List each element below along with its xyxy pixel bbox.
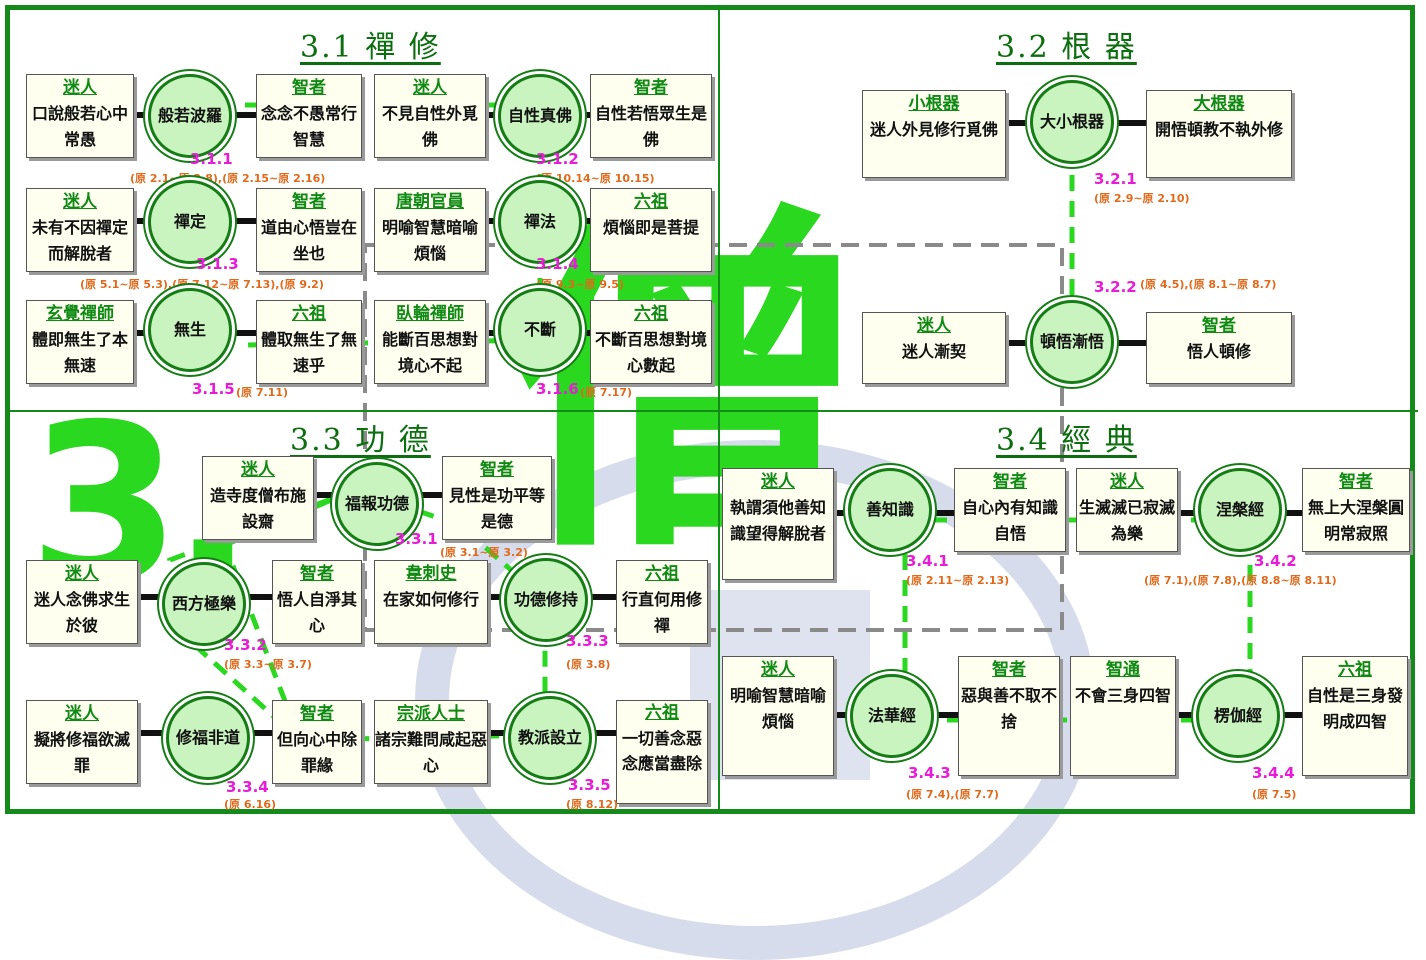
node-3-4-3-topic: 法華經: [850, 674, 934, 758]
node-3-3-4-left: 迷人 擬將修福欲滅罪: [26, 700, 138, 784]
node-3-1-3-code: 3.1.3: [196, 255, 239, 273]
node-3-4-3-right: 智者 惡與善不取不捨: [958, 656, 1060, 776]
node-3-3-1-ref: (原 3.1~原 3.2): [440, 546, 528, 559]
node-3-1-3-left: 迷人 未有不因禪定而解脫者: [26, 188, 134, 272]
node-3-1-6-right: 六祖 不斷百思想對境心數起: [590, 300, 712, 384]
node-3-3-3-left: 韋刺史 在家如何修行: [374, 560, 488, 644]
node-3-4-3-left: 迷人 明喻智慧暗喻煩惱: [722, 656, 834, 776]
node-3-3-5-ref: (原 8.12): [566, 798, 619, 811]
node-3-1-3-topic: 禪定: [148, 180, 232, 264]
node-3-2-1-code: 3.2.1: [1094, 170, 1137, 188]
node-3-3-1-left: 迷人 造寺度僧布施設齋: [202, 456, 314, 540]
node-3-4-3-ref: (原 7.4),(原 7.7): [906, 788, 999, 801]
node-3-1-6-topic: 不斷: [498, 288, 582, 372]
node-3-3-5-code: 3.3.5: [568, 776, 611, 794]
node-3-1-2-left: 迷人 不見自性外覓佛: [374, 74, 486, 158]
node-3-2-2-ref: (原 4.5),(原 8.1~原 8.7): [1140, 278, 1277, 291]
node-3-2-1-right: 大根器 開悟頓教不執外修: [1146, 90, 1292, 178]
node-3-2-2-topic: 頓悟漸悟: [1030, 300, 1114, 384]
section-title-3-4: 3.4 經 典: [996, 423, 1137, 458]
node-3-1-1-code: 3.1.1: [190, 150, 233, 168]
node-3-3-5-topic: 教派設立: [508, 696, 592, 780]
node-3-1-6-ref: (原 7.17): [580, 386, 633, 399]
node-3-3-3-right: 六祖 行直何用修禪: [616, 560, 708, 644]
node-3-1-3-right: 智者 道由心悟豈在坐也: [256, 188, 362, 272]
node-3-3-1-topic: 福報功德: [335, 462, 419, 546]
node-3-1-2-code: 3.1.2: [536, 150, 579, 168]
node-3-4-1-topic: 善知識: [848, 468, 932, 552]
node-3-2-2-left: 迷人 迷人漸契: [862, 312, 1006, 384]
node-3-4-3-code: 3.4.3: [908, 764, 951, 782]
node-3-1-4-right: 六祖 煩惱即是菩提: [590, 188, 712, 272]
node-3-3-3-code: 3.3.3: [566, 632, 609, 650]
node-3-2-1-topic: 大小根器: [1030, 80, 1114, 164]
node-3-3-5-left: 宗派人士 諸宗難問咸起惡心: [374, 700, 488, 784]
node-3-3-1-right: 智者 見性是功平等是德: [442, 456, 552, 540]
node-3-3-4-right: 智者 但向心中除罪緣: [272, 700, 362, 784]
node-3-1-6-left: 臥輪禪師 能斷百思想對境心不起: [374, 300, 486, 384]
node-3-1-1-left: 迷人 口說般若心中常愚: [26, 74, 134, 158]
node-3-1-1-topic: 般若波羅: [148, 74, 232, 158]
node-3-4-1-right: 智者 自心內有知識自悟: [954, 468, 1066, 552]
node-3-1-2-right: 智者 自性若悟眾生是佛: [590, 74, 712, 158]
node-3-1-5-right: 六祖 體取無生了無速乎: [256, 300, 362, 384]
node-3-4-4-left: 智通 不會三身四智: [1070, 656, 1176, 776]
node-3-1-1-ref: (原 2.1~原 2.8),(原 2.15~原 2.16): [130, 172, 326, 185]
node-3-1-5-left: 玄覺禪師 體即無生了本無速: [26, 300, 134, 384]
node-3-3-2-topic: 西方極樂: [162, 562, 246, 646]
section-title-3-3: 3.3 功 德: [290, 423, 431, 458]
node-3-4-1-code: 3.4.1: [906, 552, 949, 570]
node-3-1-2-ref: (原 10.14~原 10.15): [536, 172, 655, 185]
node-3-1-3-ref: (原 5.1~原 5.3),(原 7.12~原 7.13),(原 9.2): [80, 278, 324, 291]
node-3-2-1-left: 小根器 迷人外見修行覓佛: [862, 90, 1006, 178]
node-3-3-3-topic: 功德修持: [504, 558, 588, 642]
node-3-1-6-code: 3.1.6: [536, 380, 579, 398]
dashed-path-3-3: [224, 487, 548, 743]
node-3-3-2-left: 迷人 迷人念佛求生於彼: [26, 560, 138, 644]
node-3-2-2-code: 3.2.2: [1094, 278, 1137, 296]
node-3-3-4-code: 3.3.4: [226, 778, 269, 796]
node-3-4-4-right: 六祖 自性是三身發明成四智: [1302, 656, 1408, 776]
node-3-4-2-topic: 涅槃經: [1198, 468, 1282, 552]
node-3-1-2-topic: 自性真佛: [498, 74, 582, 158]
node-3-4-4-topic: 楞伽經: [1196, 674, 1280, 758]
node-3-4-2-left: 迷人 生滅滅已寂滅為樂: [1076, 468, 1178, 552]
node-3-1-5-ref: (原 7.11): [236, 386, 289, 399]
node-3-1-5-topic: 無生: [148, 288, 232, 372]
node-3-2-1-ref: (原 2.9~原 2.10): [1094, 192, 1190, 205]
quadrant-divider-horizontal: [8, 410, 1418, 412]
node-3-3-5-right: 六祖 一切善念惡念應當盡除: [616, 700, 708, 804]
node-3-1-4-code: 3.1.4: [536, 255, 579, 273]
concept-map: 3. 僧 3.1 禪 修 3.2 根 器 3.3 功 德 3.4 經 典 迷人 …: [5, 5, 1418, 960]
node-3-4-4-ref: (原 7.5): [1252, 788, 1297, 801]
node-3-1-1-right: 智者 念念不愚常行智慧: [256, 74, 362, 158]
node-3-1-4-left: 唐朝官員 明喻智慧暗喻煩惱: [374, 188, 486, 272]
node-3-1-4-topic: 禪法: [498, 180, 582, 264]
node-3-4-4-code: 3.4.4: [1252, 764, 1295, 782]
section-title-3-2: 3.2 根 器: [996, 30, 1137, 65]
node-3-4-1-left: 迷人 執謂須他善知識望得解脫者: [722, 468, 834, 580]
node-3-3-1-code: 3.3.1: [395, 530, 438, 548]
node-3-4-2-right: 智者 無上大涅槃圓明常寂照: [1302, 468, 1410, 552]
node-3-4-1-ref: (原 2.11~原 2.13): [906, 574, 1010, 587]
node-3-3-2-ref: (原 3.3~原 3.7): [224, 658, 312, 671]
node-3-3-3-ref: (原 3.8): [566, 658, 611, 671]
node-3-4-2-ref: (原 7.1),(原 7.8),(原 8.8~原 8.11): [1144, 574, 1337, 587]
node-3-1-4-ref: (原 9.3~原 9.5): [536, 278, 624, 291]
section-title-3-1: 3.1 禪 修: [300, 30, 441, 65]
node-3-3-4-topic: 修福非道: [166, 696, 250, 780]
node-3-4-2-code: 3.4.2: [1254, 552, 1297, 570]
node-3-3-2-right: 智者 悟人自淨其心: [272, 560, 362, 644]
node-3-3-4-ref: (原 6.16): [224, 798, 277, 811]
node-3-2-2-right: 智者 悟人頓修: [1146, 312, 1292, 384]
node-3-1-5-code: 3.1.5: [192, 380, 235, 398]
outer-frame: [5, 5, 1415, 814]
node-3-3-2-code: 3.3.2: [224, 636, 267, 654]
